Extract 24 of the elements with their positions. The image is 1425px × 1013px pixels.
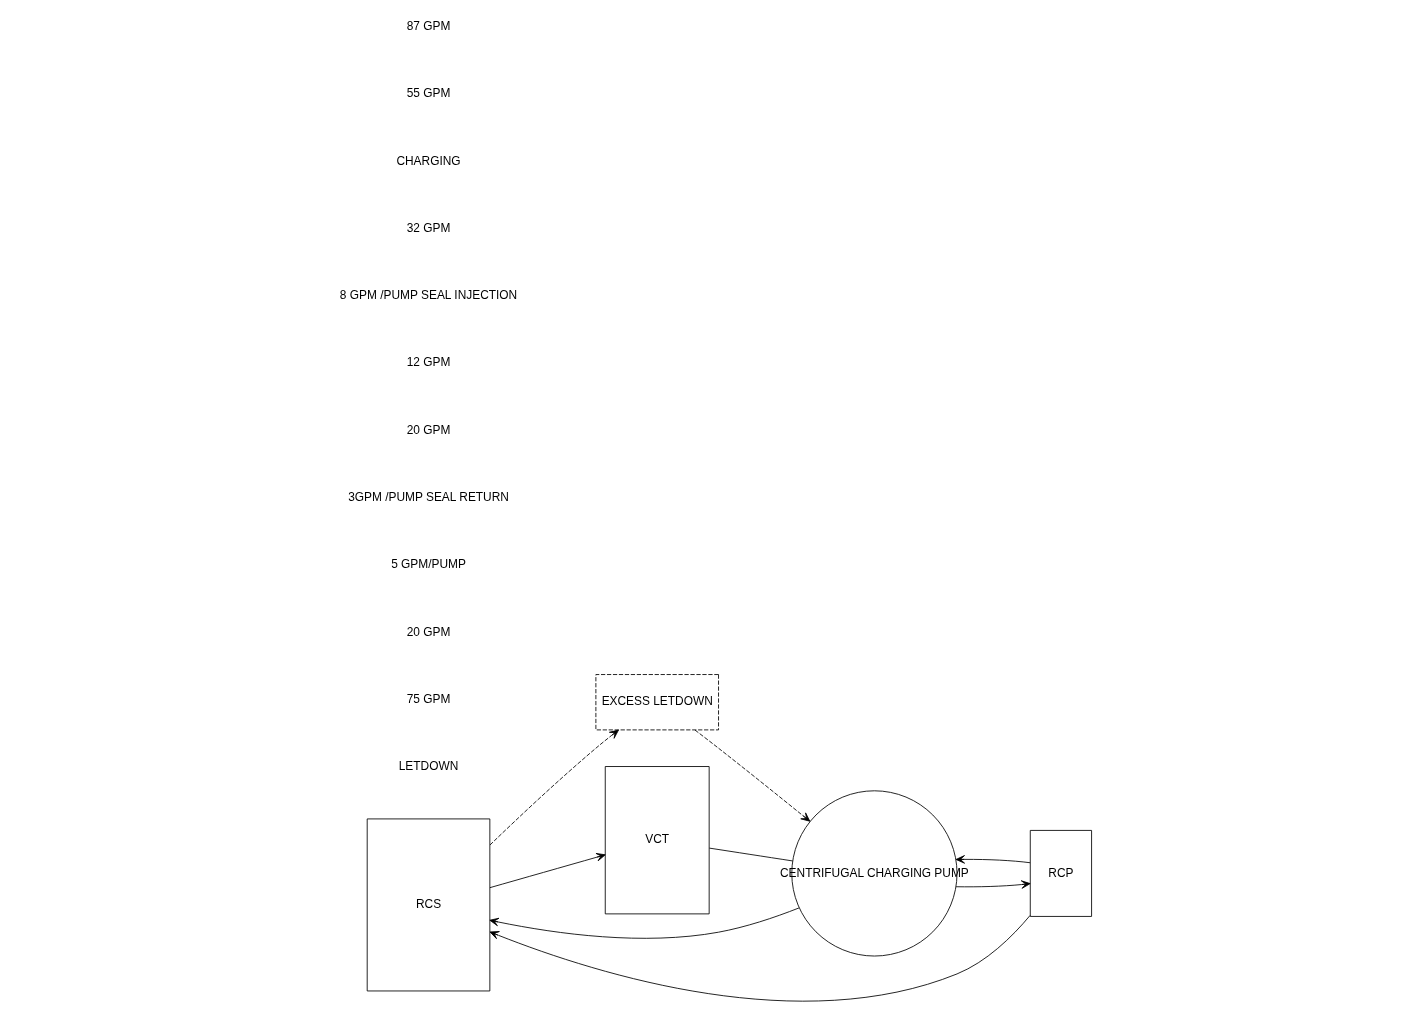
arrow: [955, 855, 1031, 864]
arrow: [489, 729, 619, 846]
label: 3GPM /PUMP SEAL RETURN: [347, 489, 509, 504]
label: LETDOWN: [398, 759, 458, 774]
node-box: VCT: [604, 766, 710, 915]
node-box: RCP: [1029, 830, 1092, 917]
arrow: [955, 880, 1031, 889]
label: 5 GPM/PUMP: [390, 557, 466, 572]
label: 8 GPM /PUMP SEAL INJECTION: [339, 288, 517, 303]
label: 32 GPM: [406, 220, 450, 235]
node-box: EXCESS LETDOWN: [594, 674, 719, 731]
arrow: [489, 853, 606, 889]
node-box: RCS: [366, 818, 490, 992]
label: 55 GPM: [406, 86, 450, 101]
label: 12 GPM: [406, 355, 450, 370]
connector: [708, 847, 793, 862]
label: 75 GPM: [406, 691, 450, 706]
arrow: [694, 729, 810, 822]
label: CHARGING: [395, 153, 461, 168]
arrow: [489, 915, 1031, 1002]
label: 20 GPM: [406, 422, 450, 437]
label: 20 GPM: [406, 624, 450, 639]
label: 87 GPM: [406, 18, 450, 33]
arrow: [488, 907, 799, 939]
